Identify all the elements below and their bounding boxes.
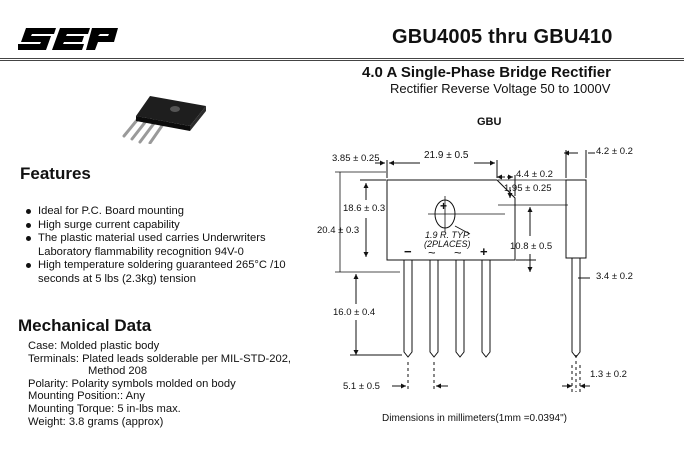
mech-line: Weight: 3.8 grams (approx) bbox=[28, 415, 164, 428]
dim-5-1: 5.1 ± 0.5 bbox=[343, 381, 380, 392]
dim-10-8: 10.8 ± 0.5 bbox=[510, 241, 553, 252]
dim-1-95: 1.95 ± 0.25 bbox=[504, 183, 552, 194]
dim-3-4: 3.4 ± 0.2 bbox=[596, 271, 633, 282]
feature-item: Ideal for P.C. Board mounting bbox=[22, 205, 286, 219]
company-logo bbox=[16, 22, 120, 61]
dimensions-note: Dimensions in millimeters(1mm =0.0394") bbox=[382, 413, 567, 424]
header-divider-2 bbox=[0, 60, 684, 61]
dim-4-4: 4.4 ± 0.2 bbox=[516, 169, 553, 180]
header-divider bbox=[0, 58, 684, 59]
feature-item: High surge current capability bbox=[22, 219, 286, 233]
dim-18-6: 18.6 ± 0.3 bbox=[343, 203, 386, 214]
page-title: GBU4005 thru GBU410 bbox=[392, 26, 613, 48]
dimension-drawing: + bbox=[335, 150, 595, 392]
logo-graphic bbox=[16, 28, 118, 50]
feature-item: The plastic material used carries Underw… bbox=[22, 232, 286, 259]
hole-plus-mark: + bbox=[440, 199, 447, 213]
mech-line: Mounting Torque: 5 in-lbs max. bbox=[28, 402, 181, 415]
mech-line: Method 208 bbox=[88, 365, 148, 378]
pin-label-ac1: ~ bbox=[428, 245, 436, 260]
dim-4-2: 4.2 ± 0.2 bbox=[596, 146, 633, 157]
package-label: GBU bbox=[477, 116, 502, 128]
feature-item: High temperature soldering guaranteed 26… bbox=[22, 259, 286, 286]
pin-label-ac2: ~ bbox=[454, 245, 462, 260]
mech-line: Mounting Position:: Any bbox=[28, 390, 145, 403]
mechanical-heading: Mechanical Data bbox=[18, 316, 152, 335]
mech-line: Case: Molded plastic body bbox=[28, 340, 160, 352]
mechanical-data: Case: Molded plastic body Terminals: Pla… bbox=[28, 340, 291, 428]
dim-radius: 1.9 R. TYP. bbox=[425, 230, 471, 240]
mech-line: Polarity: Polarity symbols molded on bod… bbox=[28, 377, 236, 390]
voltage-range: Rectifier Reverse Voltage 50 to 1000V bbox=[390, 81, 611, 96]
pin-label-positive: + bbox=[480, 244, 488, 259]
features-heading: Features bbox=[20, 164, 91, 183]
dim-16-0: 16.0 ± 0.4 bbox=[333, 307, 376, 318]
dim-2places: (2PLACES) bbox=[424, 239, 471, 249]
page-subtitle: 4.0 A Single-Phase Bridge Rectifier bbox=[362, 64, 611, 81]
dim-3-85: 3.85 ± 0.25 bbox=[332, 153, 380, 164]
dim-21-9: 21.9 ± 0.5 bbox=[424, 150, 469, 161]
features-list: Ideal for P.C. Board mounting High surge… bbox=[22, 205, 286, 286]
dim-1-3: 1.3 ± 0.2 bbox=[590, 369, 627, 380]
dim-20-4: 20.4 ± 0.3 bbox=[317, 225, 360, 236]
product-image bbox=[120, 92, 210, 149]
pin-label-negative: − bbox=[404, 244, 412, 259]
mech-line: Terminals: Plated leads solderable per M… bbox=[28, 352, 292, 365]
